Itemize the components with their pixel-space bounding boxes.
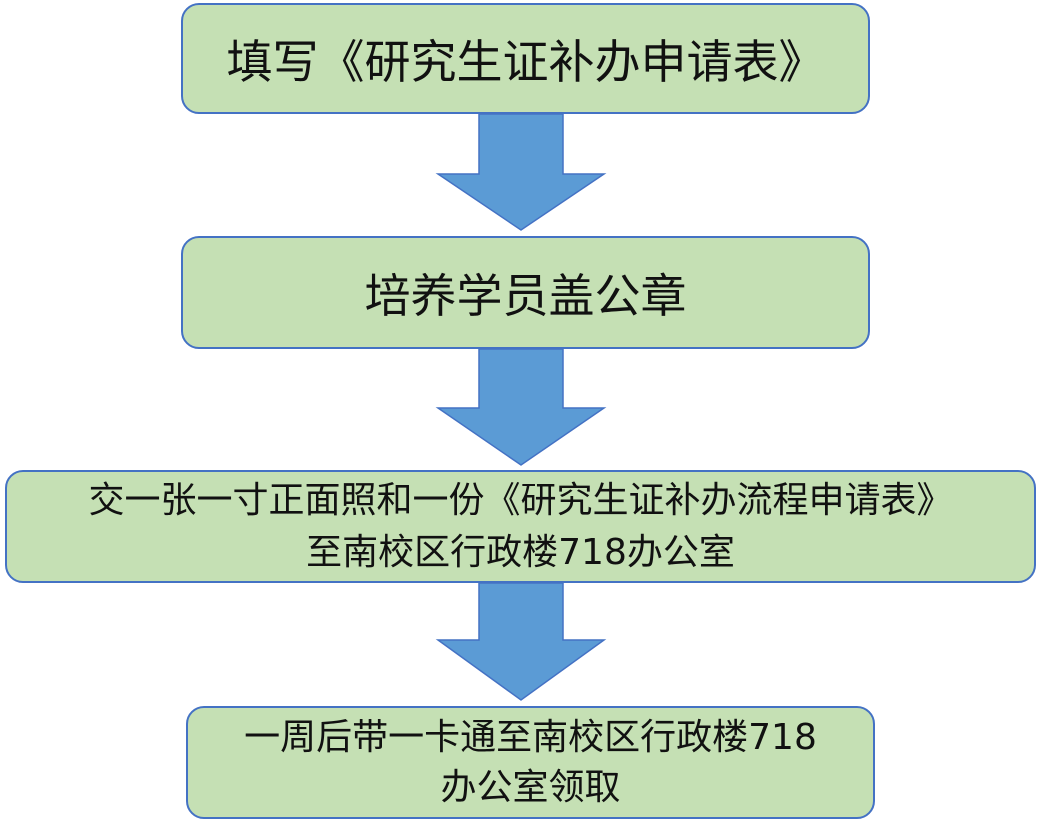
step-3-label-line-2: 至南校区行政楼718办公室 xyxy=(306,531,735,573)
step-3-box: 交一张一寸正面照和一份《研究生证补办流程申请表》 至南校区行政楼718办公室 xyxy=(5,470,1036,583)
step-4-label-line-1: 一周后带一卡通至南校区行政楼718 xyxy=(244,716,817,758)
step-1-box: 填写《研究生证补办申请表》 xyxy=(181,3,870,114)
step-4-label-line-2: 办公室领取 xyxy=(440,766,621,808)
down-arrow-1 xyxy=(435,113,607,231)
step-2-label: 培养学员盖公章 xyxy=(364,268,687,323)
step-4-box: 一周后带一卡通至南校区行政楼718 办公室领取 xyxy=(186,706,875,819)
step-3-label-line-1: 交一张一寸正面照和一份《研究生证补办流程申请表》 xyxy=(88,479,953,521)
step-1-label: 填写《研究生证补办申请表》 xyxy=(226,34,825,89)
down-arrow-2 xyxy=(435,348,607,466)
down-arrow-3 xyxy=(435,582,607,701)
step-2-box: 培养学员盖公章 xyxy=(181,236,870,349)
